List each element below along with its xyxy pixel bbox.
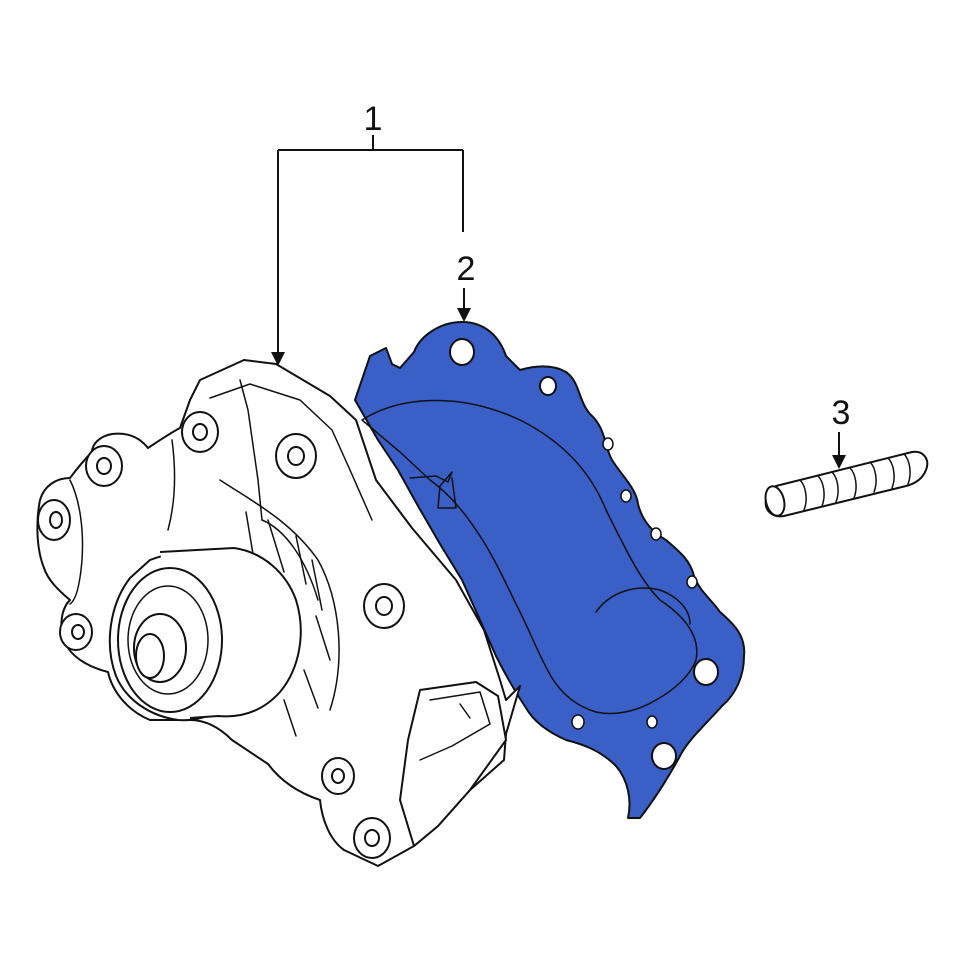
stud-thread <box>799 479 807 511</box>
gasket-bolt-hole <box>650 527 662 541</box>
water-pump-assembly[interactable] <box>36 359 521 867</box>
stud-end <box>764 485 786 517</box>
pump-bolt-hole <box>96 457 112 475</box>
pump-vane <box>245 511 255 561</box>
callout-label-1: 1 <box>364 100 383 138</box>
pump-housing-contour <box>167 439 176 531</box>
gasket-bolt-hole <box>620 489 632 503</box>
pump-bolt-hole <box>71 624 85 640</box>
gasket-inner-outline <box>361 399 698 715</box>
pump-vane <box>315 615 331 661</box>
pump-vane <box>267 519 285 573</box>
pump-vane <box>303 669 319 709</box>
callout-1-leader <box>271 135 464 366</box>
gasket-lobe <box>595 587 691 625</box>
stud-body <box>764 450 929 518</box>
stud-thread <box>887 457 895 489</box>
gasket-body <box>354 321 746 819</box>
gasket-bolt-hole <box>686 575 698 589</box>
gasket-port <box>409 471 457 509</box>
gasket-bolt-hole <box>571 714 585 730</box>
gasket-bolt-hole <box>449 338 475 366</box>
callout-label-2: 2 <box>457 250 476 288</box>
stud-thread <box>869 461 877 493</box>
pump-vane <box>295 535 307 585</box>
pump-bolt-hole <box>49 511 63 529</box>
pump-vane <box>283 699 297 737</box>
callout-label-3: 3 <box>832 394 851 432</box>
pump-housing-contour <box>219 479 340 711</box>
stud-thread <box>817 475 825 507</box>
pump-housing-contour <box>239 379 263 521</box>
pump-housing-contour <box>209 383 373 521</box>
pump-bracket <box>399 681 507 847</box>
water-pump-gasket[interactable] <box>354 321 746 819</box>
stud-thread <box>849 467 857 499</box>
gasket-bolt-hole <box>646 715 658 729</box>
stud-thread <box>903 453 911 485</box>
gasket-bolt-hole <box>693 658 719 686</box>
pump-vane <box>311 559 323 611</box>
pump-bolt-hole <box>192 423 208 441</box>
gasket-bolt-hole <box>539 376 557 396</box>
gasket-bolt-hole <box>602 437 614 451</box>
pump-bolt-hole <box>375 596 393 616</box>
pump-bolt-hole <box>287 446 305 466</box>
water-pump-stud[interactable] <box>763 450 929 518</box>
stud-thread <box>831 471 839 503</box>
pump-bolt-hole <box>364 829 380 847</box>
callout-3-leader <box>832 432 846 469</box>
callout-2-leader <box>457 288 471 322</box>
pump-shaft <box>135 633 165 679</box>
pump-bolt-hole <box>331 768 345 784</box>
pump-bracket-detail <box>459 703 471 719</box>
pump-housing-contour <box>69 479 84 605</box>
gasket-bolt-hole <box>651 742 677 770</box>
pump-pulley-ring <box>127 585 209 695</box>
pump-bracket-detail <box>419 691 491 761</box>
